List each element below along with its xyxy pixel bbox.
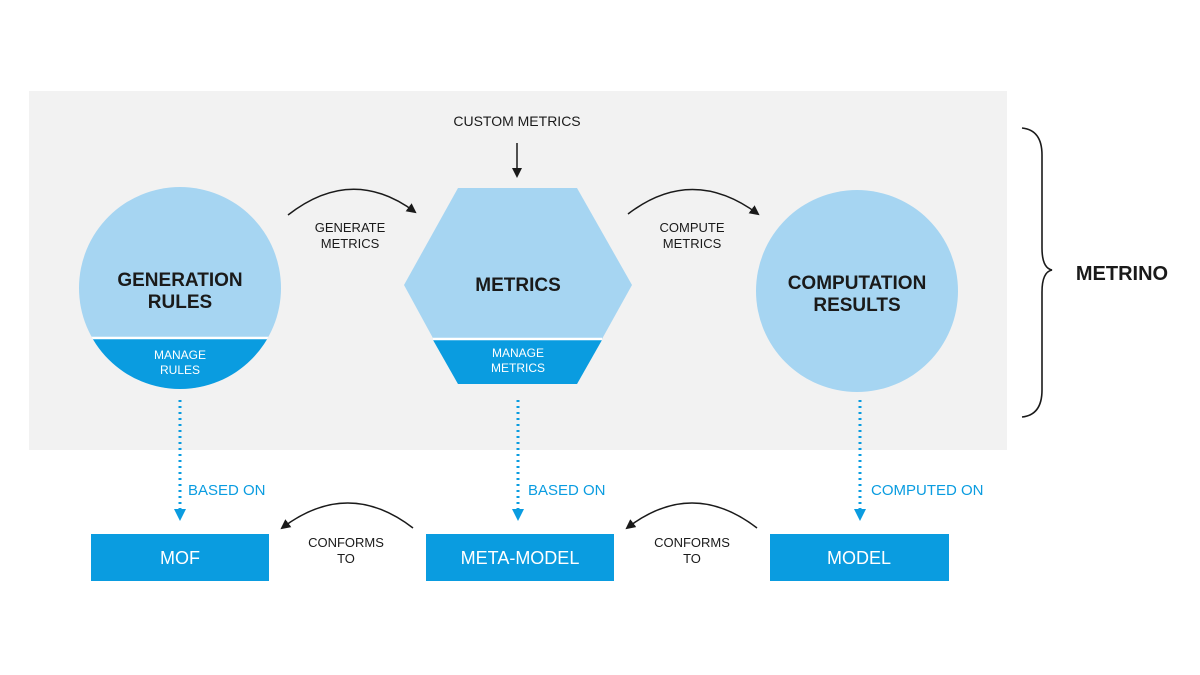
conforms-left-label-1: CONFORMS [308,535,384,550]
computation-results-node: COMPUTATION RESULTS [756,190,958,392]
generate-metrics-label-1: GENERATE [315,220,386,235]
model-box: MODEL [770,534,949,581]
conforms-to-arc-left [280,502,414,530]
metrino-label: METRINO [1076,263,1168,285]
manage-metrics-line-2: METRICS [491,361,545,375]
metrics-node: METRICS MANAGE METRICS [404,188,632,384]
compute-metrics-label-1: COMPUTE [660,220,725,235]
manage-rules-line-1: MANAGE [154,348,206,362]
model-label: MODEL [827,548,891,568]
generation-rules-title-1: GENERATION [117,270,242,291]
compute-metrics-arc [627,188,760,216]
compute-metrics-label-2: METRICS [663,236,722,251]
custom-metrics-label: CUSTOM METRICS [453,113,580,129]
generation-rules-title-2: RULES [148,292,212,313]
manage-rules-line-2: RULES [160,363,200,377]
based-on-label-2: BASED ON [528,482,606,499]
metrino-brace [1021,127,1053,418]
conforms-left-label-2: TO [337,551,355,566]
generate-metrics-label-2: METRICS [321,236,380,251]
based-on-label-1: BASED ON [188,482,266,499]
metrics-title: METRICS [475,275,561,296]
generation-rules-node: GENERATION RULES MANAGE RULES [79,187,281,389]
conforms-right-label-2: TO [683,551,701,566]
computation-results-title-2: RESULTS [813,295,900,316]
computed-on-label: COMPUTED ON [871,482,984,499]
manage-metrics-line-1: MANAGE [492,346,544,360]
computation-results-title-1: COMPUTATION [788,273,927,294]
generate-metrics-arc [287,188,417,216]
mof-box: MOF [91,534,269,581]
meta-model-box: META-MODEL [426,534,614,581]
conforms-to-arc-right [625,502,758,530]
conforms-right-label-1: CONFORMS [654,535,730,550]
meta-model-label: META-MODEL [461,548,580,568]
mof-label: MOF [160,548,200,568]
